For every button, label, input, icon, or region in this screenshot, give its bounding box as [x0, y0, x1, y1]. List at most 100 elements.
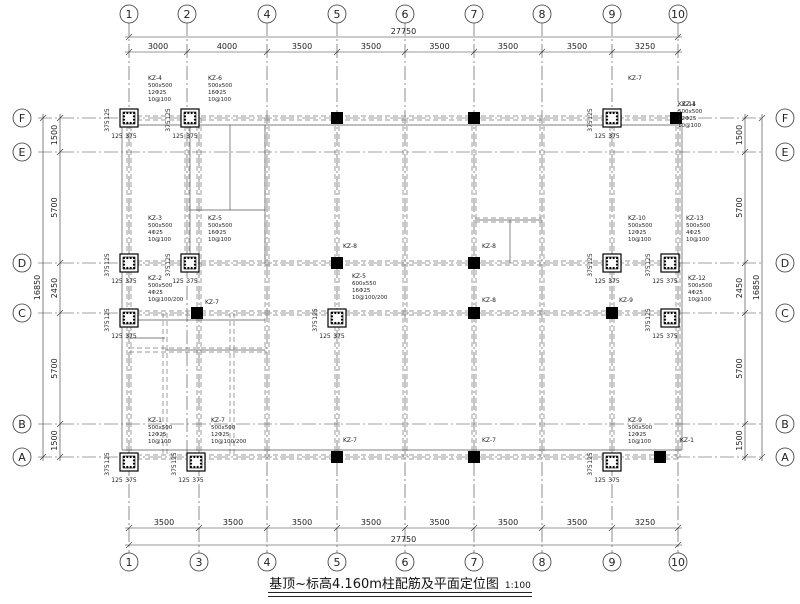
- offset-text: 125: [587, 253, 594, 265]
- dimension-text: 3500: [361, 42, 381, 51]
- column-rebar: [183, 266, 187, 270]
- offset-text: 375: [104, 464, 111, 476]
- axis-label: 1: [126, 556, 133, 569]
- column-id: KZ-1: [680, 437, 694, 444]
- axis-label: B: [781, 418, 789, 431]
- column-rebar: [670, 266, 673, 270]
- axis-label: E: [19, 146, 26, 159]
- column-spec: 4Φ25: [686, 230, 701, 236]
- column-rebar: [330, 315, 334, 318]
- column-rebar: [126, 111, 129, 115]
- dimension-text: 1500: [735, 125, 744, 145]
- axis-bubble: [12, 414, 32, 434]
- column-id: KZ-11: [678, 101, 696, 108]
- column-rebar: [609, 111, 612, 115]
- column-spec: 10@100: [628, 439, 651, 445]
- dimension-tick: [674, 33, 682, 41]
- column-rebar: [132, 465, 136, 469]
- axis-label: 4: [264, 8, 271, 21]
- column-id: KZ-7: [343, 437, 357, 444]
- offset-text: 125: [171, 452, 178, 464]
- column-spec: 4Φ25: [688, 290, 703, 296]
- column-rebar: [605, 459, 609, 462]
- dimension-tick: [674, 541, 682, 549]
- column-rebar: [122, 462, 126, 465]
- axis-bubble: [395, 552, 415, 572]
- column-id: KZ-12: [688, 275, 706, 282]
- dimension-text: 3500: [567, 42, 587, 51]
- column-rebar: [605, 121, 609, 125]
- axis-bubble: [119, 552, 139, 572]
- column-solid: [606, 307, 618, 319]
- column-spec: 16Φ25: [208, 90, 227, 96]
- column-spec: 10@100/200: [352, 295, 388, 301]
- column-spec: 500x500: [678, 109, 703, 115]
- column-rebar: [612, 121, 615, 125]
- column-stirrup: [122, 256, 136, 270]
- column-rebar: [132, 455, 136, 459]
- offset-text: 125: [594, 477, 606, 484]
- dimension-tick: [56, 453, 64, 461]
- column-spec: 10@100: [686, 237, 709, 243]
- column-rebar: [340, 321, 344, 325]
- column-rebar: [193, 118, 197, 121]
- column-rebar: [605, 118, 609, 121]
- column-rebar: [129, 256, 132, 260]
- column-rebar: [605, 462, 609, 465]
- column-rebar: [129, 465, 132, 469]
- column-rebar: [667, 321, 670, 325]
- column-rebar: [122, 315, 126, 318]
- dimension-tick: [56, 420, 64, 428]
- column-rebar: [670, 311, 673, 315]
- column-rebar: [190, 256, 193, 260]
- dimension-tick: [125, 524, 133, 532]
- dimension-tick: [741, 309, 749, 317]
- dimension-text: 1500: [735, 430, 744, 450]
- offset-text: 375: [186, 278, 198, 285]
- column-rebar: [615, 465, 619, 469]
- column-rebar: [129, 111, 132, 115]
- axis-bubble: [464, 552, 484, 572]
- column-rebar: [193, 455, 196, 459]
- offset-text: 375: [165, 120, 172, 132]
- column-rebar: [334, 311, 337, 315]
- axis-label: D: [18, 257, 26, 270]
- dimension-tick: [470, 48, 478, 56]
- dimension-tick: [758, 453, 766, 461]
- offset-text: 375: [192, 477, 204, 484]
- grid-lines: [38, 22, 762, 556]
- column-solid: [670, 112, 682, 124]
- column-stirrup: [605, 455, 619, 469]
- column-rebar: [183, 121, 187, 125]
- offset-text: 125: [587, 452, 594, 464]
- column-rebar: [615, 111, 619, 115]
- offset-text: 125: [111, 278, 123, 285]
- column-rebar: [132, 115, 136, 118]
- column-rebar: [132, 118, 136, 121]
- column-rebar: [612, 455, 615, 459]
- column-rebar: [196, 455, 199, 459]
- offset-text: 125: [594, 133, 606, 140]
- offset-text: 375: [171, 464, 178, 476]
- offset-text: 125: [104, 108, 111, 120]
- dimension-tick: [470, 524, 478, 532]
- axis-label: 10: [671, 8, 685, 21]
- dimension-text: 3500: [361, 518, 381, 527]
- column-rebar: [605, 263, 609, 266]
- column-detail: [180, 108, 200, 128]
- column-id: KZ-7: [211, 417, 225, 424]
- dimension-tick: [674, 524, 682, 532]
- offset-text: 125: [111, 133, 123, 140]
- column-spec: 500x500: [686, 223, 711, 229]
- column-rebar: [609, 121, 612, 125]
- drawing-title-text: 基顶~标高4.160m柱配筋及平面定位图: [269, 577, 499, 592]
- axis-bubble: [12, 108, 32, 128]
- column-rebar: [667, 266, 670, 270]
- axis-bubble: [257, 552, 277, 572]
- axis-bubble: [602, 552, 622, 572]
- dimension-tick: [39, 453, 47, 461]
- column-spec: 12Φ25: [628, 230, 647, 236]
- dimension-text: 16850: [33, 275, 42, 300]
- axis-bubble: [327, 4, 347, 24]
